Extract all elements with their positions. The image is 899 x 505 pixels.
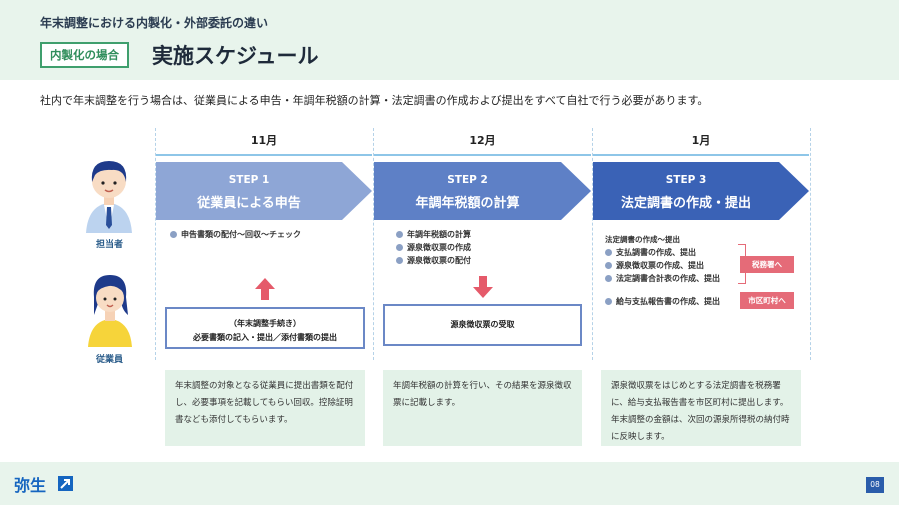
task-item: 支払調書の作成、提出 [605,246,720,259]
step-2-tasks: 年調年税額の計算 源泉徴収票の作成 源泉徴収票の配付 [396,228,471,267]
task-item: 年調年税額の計算 [396,228,471,241]
box-line: 必要書類の記入・提出／添付書類の提出 [193,333,337,342]
step-1-note: 年末調整の対象となる従業員に提出書類を配付し、必要事項を記載してもらい回収。控除… [165,370,365,446]
employee-task-box: （年末調整手続き） 必要書類の記入・提出／添付書類の提出 [165,307,365,349]
box-line: （年末調整手続き） [229,319,301,328]
step-label: STEP 3 [665,174,707,186]
step-label: STEP 1 [228,174,270,186]
step-2-note: 年調年税額の計算を行い、その結果を源泉徴収票に記載します。 [383,370,582,446]
header-band: 年末調整における内製化・外部委託の違い 内製化の場合 実施スケジュール [0,0,899,80]
step-3-note: 源泉徴収票をはじめとする法定調書を税務署に、給与支払報告書を市区町村に提出します… [601,370,801,446]
intro-text: 社内で年末調整を行う場合は、従業員による申告・年調年税額の計算・法定調書の作成お… [40,94,709,107]
task-item: 源泉徴収票の作成、提出 [605,259,720,272]
task-item: 法定調書合計表の作成、提出 [605,272,720,285]
employee-receive-box: 源泉徴収票の受取 [383,304,582,346]
role-label-employee: 従業員 [96,355,124,365]
page-title: 実施スケジュール [152,44,319,68]
step-3-arrow: STEP 3 法定調書の作成・提出 [593,162,809,220]
step-1-tasks: 申告書類の配付〜回収〜チェック [170,228,301,241]
step-label: STEP 2 [447,174,488,186]
logo-mark-icon [58,476,73,491]
step-name: 従業員による申告 [197,196,301,211]
column-divider [592,128,593,360]
month-header: 11月 [156,128,372,156]
step-name: 年調年税額の計算 [415,196,520,211]
step-2-arrow: STEP 2 年調年税額の計算 [374,162,591,220]
group-title: 法定調書の作成〜提出 [605,235,680,244]
task-item: 源泉徴収票の作成 [396,241,471,254]
task-item: 源泉徴収票の配付 [396,254,471,267]
step-3-task-payroll: 給与支払報告書の作成、提出 [605,295,720,308]
month-header: 12月 [374,128,591,156]
brand-logo: 弥生 [14,476,47,495]
step-1-arrow: STEP 1 従業員による申告 [156,162,372,220]
badge-tax-office: 税務署へ [740,256,794,273]
down-arrow [473,276,493,302]
step-name: 法定調書の作成・提出 [620,196,751,211]
column-divider [155,128,156,360]
footer-band: 弥生 08 [0,462,899,505]
employee-avatar [85,271,135,347]
step-3-tasks: 支払調書の作成、提出 源泉徴収票の作成、提出 法定調書合計表の作成、提出 [605,246,720,285]
page-number: 08 [866,477,884,493]
badge-municipality: 市区町村へ [740,292,794,309]
category-tag: 内製化の場合 [40,42,129,68]
up-arrow [255,278,275,304]
staff-avatar [84,155,134,233]
role-label-staff: 担当者 [96,240,124,250]
page-subtitle: 年末調整における内製化・外部委託の違い [40,16,269,30]
month-header: 1月 [593,128,809,156]
task-item: 給与支払報告書の作成、提出 [605,295,720,308]
column-divider [810,128,811,360]
column-divider [373,128,374,360]
task-item: 申告書類の配付〜回収〜チェック [170,228,301,241]
